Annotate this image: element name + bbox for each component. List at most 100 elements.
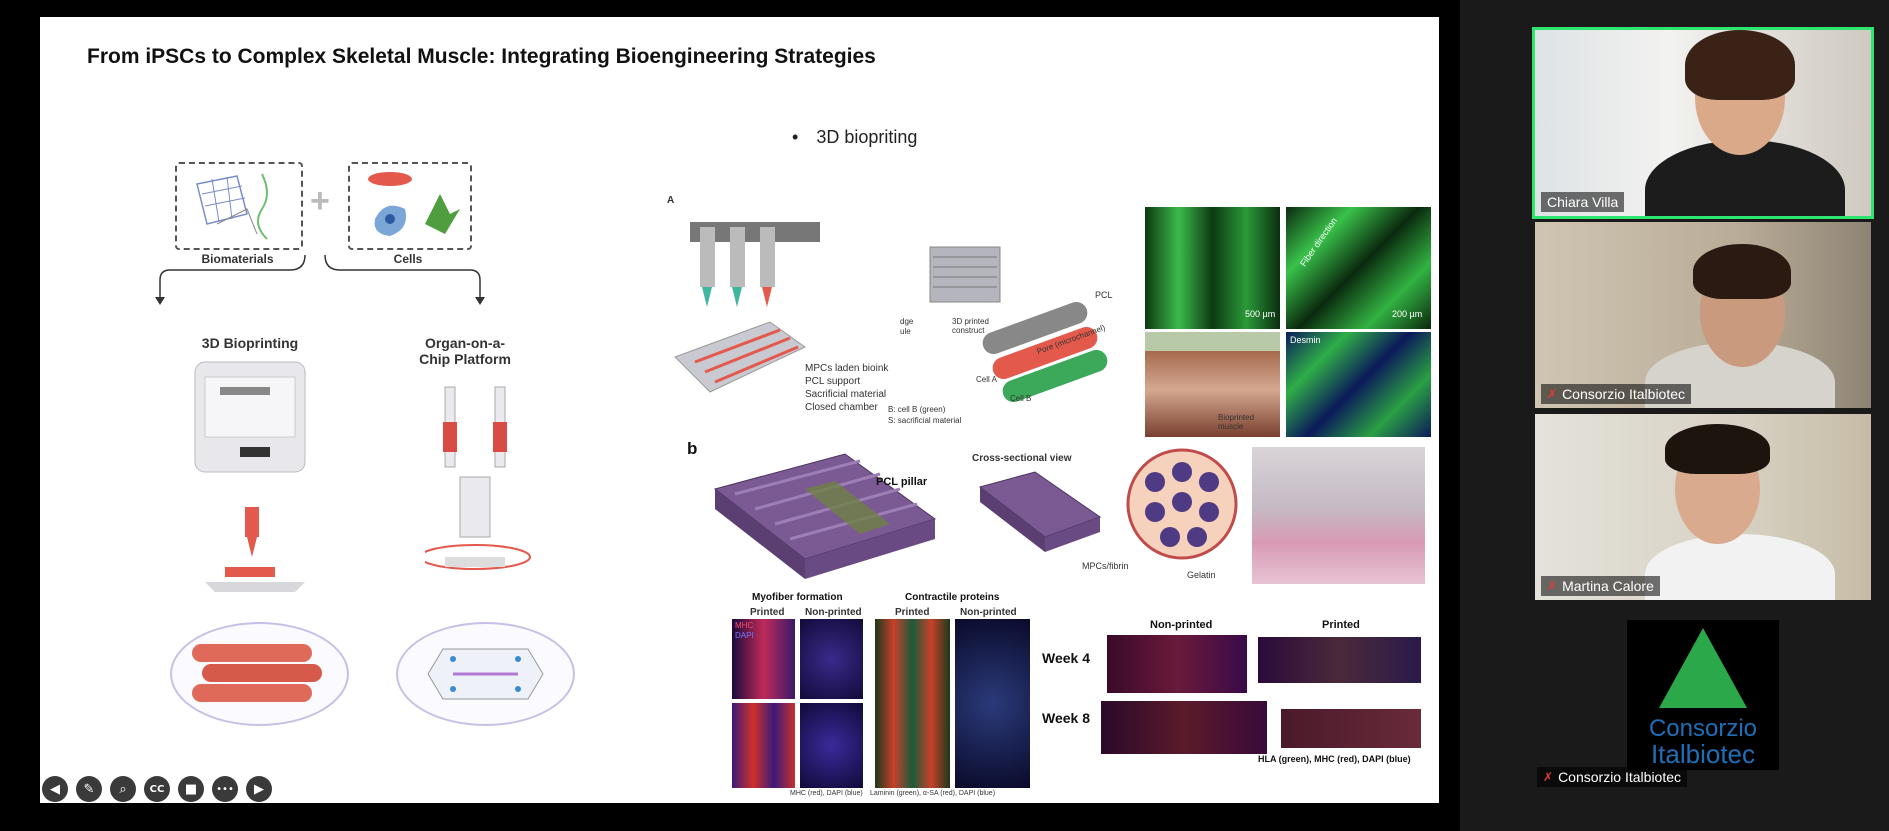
bioprinted-muscle-photo — [1145, 332, 1280, 437]
mpcs-label: MPCs/fibrin — [1082, 561, 1129, 571]
edge-text: dge — [900, 317, 914, 326]
stain-label-3: HLA (green), MHC (red), DAPI (blue) — [1258, 754, 1411, 764]
logo-text-line2: Italbiotec — [1650, 739, 1756, 769]
video-icon[interactable]: ■ — [178, 776, 204, 802]
consorzio-italbiotec-logo: Consorzio Italbiotec — [1627, 620, 1779, 770]
figure-a-label: A — [667, 195, 675, 206]
organ-chip-heading: Organ-on-a-Chip Platform — [419, 335, 511, 367]
captions-button[interactable]: CC — [144, 776, 170, 802]
more-options-button[interactable]: ••• — [212, 776, 238, 802]
stain-label-1: MHC (red), DAPI (blue) — [790, 790, 863, 797]
biomaterials-label: Biomaterials — [201, 252, 274, 266]
next-slide-button[interactable]: ▶ — [246, 776, 272, 802]
pcl-pillar-scaffold — [713, 453, 937, 579]
biomaterials-box — [175, 162, 303, 250]
biomaterials-icon — [196, 173, 268, 240]
microfluidic-chip-icon — [427, 648, 544, 700]
previous-slide-button[interactable]: ◀ — [42, 776, 68, 802]
legend-extra: B: cell B (green) S: sacrificial materia… — [888, 405, 962, 425]
myofiber-printed-1 — [732, 619, 795, 699]
dapi-label: DAPI — [735, 631, 754, 640]
search-icon[interactable]: ⌕ — [110, 776, 136, 802]
participant-hair — [1693, 244, 1791, 299]
construct-illustration — [929, 246, 1108, 402]
participant-silhouette — [1645, 534, 1835, 600]
nonprinted-col-2: Non-printed — [960, 607, 1017, 618]
mhc-label: MHC — [735, 621, 754, 630]
week4-nonprinted — [1107, 635, 1247, 693]
week8-label: Week 8 — [1042, 710, 1090, 726]
participant-hair — [1665, 424, 1770, 474]
participant-name-tag: ✗Consorzio Italbiotec — [1541, 384, 1692, 404]
logo-triangle-icon — [1659, 628, 1747, 708]
scale-200: 200 µm — [1392, 309, 1423, 319]
printing-nozzle-illustration — [205, 507, 305, 592]
participant-name-tag: ✗Martina Calore — [1541, 576, 1660, 596]
myofiber-printed-2 — [732, 703, 795, 788]
bullet-item: •3D biopriting — [792, 127, 918, 147]
printed-week-header: Printed — [1322, 619, 1360, 631]
organ-chip-illustration — [425, 386, 531, 570]
printheads-illustration — [674, 222, 820, 393]
nonprinted-week-header: Non-printed — [1150, 619, 1213, 631]
gelatin-label: Gelatin — [1187, 570, 1216, 580]
bioprinter-illustration — [194, 361, 306, 473]
cross-section-label: Cross-sectional view — [972, 453, 1072, 464]
micrograph-desmin — [1286, 332, 1431, 437]
micrograph-green-2 — [1286, 207, 1431, 329]
cross-section-scaffold — [978, 471, 1102, 552]
contractile-header: Contractile proteins — [905, 592, 1000, 603]
pcl-pillar-label: PCL pillar — [876, 476, 928, 488]
mic-muted-icon: ✗ — [1547, 579, 1558, 593]
logo-text-line1: Consorzio — [1648, 715, 1758, 742]
micrograph-green-1 — [1145, 207, 1280, 329]
myofiber-nonprinted-1 — [800, 619, 863, 699]
presentation-slide: From iPSCs to Complex Skeletal Muscle: I… — [40, 17, 1439, 803]
week4-printed — [1258, 637, 1421, 683]
figure-b-label: b — [687, 439, 698, 458]
participant-name-tag-consorzio-2: ✗Consorzio Italbiotec — [1537, 767, 1688, 787]
week8-printed — [1281, 709, 1421, 748]
pcl-label: PCL — [1095, 290, 1113, 300]
construct-label: 3D printed construct — [952, 317, 989, 335]
week4-label: Week 4 — [1042, 650, 1090, 666]
cells-label: Cells — [393, 252, 423, 266]
contractile-nonprinted — [955, 619, 1030, 788]
cell-a-label: Cell A — [976, 375, 997, 384]
participant-name-tag: Chiara Villa — [1541, 192, 1625, 212]
muscle-fiber-ellipse — [170, 622, 349, 726]
cell-b-label: Cell B — [1010, 394, 1032, 403]
bioprinted-muscle-label: Bioprinted muscle — [1218, 413, 1255, 431]
participant-tile-martina-calore[interactable]: ✗Martina Calore — [1535, 414, 1871, 600]
branch-arrows — [155, 254, 485, 305]
printed-scaffold-photo — [1252, 447, 1425, 584]
cells-box — [348, 162, 472, 250]
myofiber-nonprinted-2 — [800, 703, 863, 788]
legend-list: MPCs laden bioink PCL support Sacrificia… — [805, 363, 889, 413]
muscle-fiber-icon — [192, 644, 322, 702]
week8-nonprinted — [1101, 701, 1267, 754]
bioprinting-heading: 3D Bioprinting — [201, 335, 299, 351]
cross-section-circle — [1126, 448, 1238, 560]
plus-icon: + — [310, 182, 330, 220]
shared-screen: From iPSCs to Complex Skeletal Muscle: I… — [0, 0, 1460, 831]
pen-icon[interactable]: ✎ — [76, 776, 102, 802]
cells-icon — [368, 172, 460, 236]
slide-title: From iPSCs to Complex Skeletal Muscle: I… — [87, 45, 876, 68]
printed-col-2: Printed — [895, 607, 930, 618]
presentation-toolbar: ◀ ✎ ⌕ CC ■ ••• ▶ — [42, 776, 272, 802]
chip-ellipse — [396, 622, 575, 726]
mic-muted-icon: ✗ — [1543, 770, 1554, 784]
participant-hair — [1685, 30, 1795, 100]
mic-muted-icon: ✗ — [1547, 387, 1558, 401]
scale-500: 500 µm — [1245, 309, 1276, 319]
printed-col-1: Printed — [750, 607, 785, 618]
myofiber-header: Myofiber formation — [752, 592, 843, 603]
ule-text: ule — [900, 327, 911, 336]
contractile-printed — [875, 619, 950, 788]
participant-tile-consorzio-1[interactable]: ✗Consorzio Italbiotec — [1535, 222, 1871, 408]
nonprinted-col-1: Non-printed — [805, 607, 862, 618]
desmin-label: Desmin — [1290, 335, 1321, 345]
participant-tile-chiara-villa[interactable]: Chiara Villa — [1532, 27, 1874, 219]
stain-label-2: Laminin (green), α-SA (red), DAPI (blue) — [870, 790, 996, 797]
